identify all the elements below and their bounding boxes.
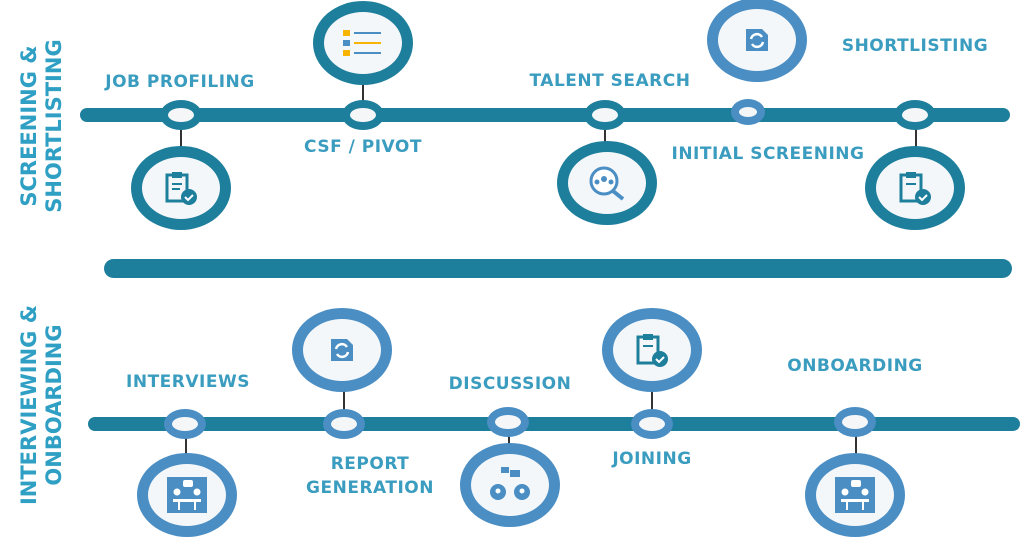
node-csf-pivot [342, 100, 384, 130]
node-discussion [487, 407, 529, 437]
node-shortlisting [894, 100, 936, 130]
clipboard-check-icon [865, 146, 965, 230]
label-interviews: INTERVIEWS [126, 372, 250, 392]
section-divider [104, 259, 1012, 278]
clipboard-check-icon [131, 146, 231, 230]
node-onboarding [834, 407, 876, 437]
label-shortlisting: SHORTLISTING [841, 36, 989, 56]
refresh-document-icon [707, 0, 807, 82]
label-discussion: DISCUSSION [448, 374, 572, 394]
node-initial-screening [731, 99, 765, 125]
discussion-heads-icon [460, 443, 560, 527]
refresh-document-icon [292, 308, 392, 392]
label-joining: JOINING [612, 449, 692, 469]
clipboard-check-icon [602, 308, 702, 392]
section-title-interviewing: INTERVIEWING &ONBOARDING [17, 304, 66, 506]
interview-meeting-icon [805, 453, 905, 537]
section-title-screening: SCREENING &SHORTLISTING [17, 39, 66, 213]
label-csf-pivot: CSF / PIVOT [304, 137, 422, 157]
label-onboarding: ONBOARDING [787, 356, 923, 376]
list-icon [313, 1, 413, 85]
label-job-profiling: JOB PROFILING [105, 72, 255, 92]
node-report [323, 409, 365, 439]
label-initial-screening: INITIAL SCREENING [671, 144, 865, 164]
timeline-bottom [88, 417, 1020, 431]
label-talent-search: TALENT SEARCH [529, 71, 691, 91]
node-joining [631, 409, 673, 439]
node-job-profiling [160, 100, 202, 130]
people-search-icon [557, 141, 657, 225]
node-talent-search [584, 100, 626, 130]
timeline-top [80, 108, 1010, 122]
interview-meeting-icon [137, 453, 237, 537]
node-interviews [164, 409, 206, 439]
